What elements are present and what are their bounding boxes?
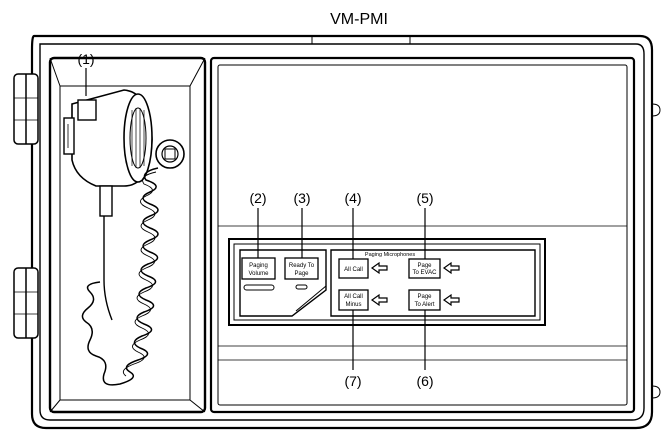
all-call-minus-led-arrow	[370, 293, 388, 307]
callout-1: (1)	[77, 51, 94, 67]
paging-microphones-label: Paging Microphones	[365, 252, 415, 258]
paging-volume-button[interactable]: Paging Volume	[241, 257, 276, 280]
callout-2: (2)	[249, 190, 266, 206]
diagram-title: VM-PMI	[330, 11, 388, 28]
ready-to-page-label-2: Page	[294, 271, 309, 277]
coiled-cord	[81, 167, 159, 386]
hinge-top	[13, 73, 39, 145]
page-to-evac-button[interactable]: Page To EVAC	[408, 258, 441, 279]
page-to-alert-button[interactable]: Page To Alert	[408, 289, 441, 311]
all-call-minus-button[interactable]: All Call Minus	[338, 289, 369, 311]
ready-to-page-button[interactable]: Ready To Page	[284, 257, 319, 280]
callout-6: (6)	[416, 373, 433, 389]
latch-bottom	[651, 385, 661, 399]
control-module	[228, 238, 546, 326]
all-call-minus-label-2: Minus	[345, 302, 361, 308]
all-call-minus-label-1: All Call	[344, 294, 363, 300]
page-to-evac-label-2: To EVAC	[413, 270, 438, 276]
cabinet-enclosure	[30, 34, 654, 430]
page-to-alert-led-arrow	[442, 293, 460, 307]
paging-volume-label-1: Paging	[249, 263, 268, 269]
all-call-label: All Call	[344, 267, 363, 273]
all-call-button[interactable]: All Call	[338, 258, 369, 279]
paging-microphone	[63, 89, 153, 321]
ready-to-page-label-1: Ready To	[289, 263, 315, 269]
ready-to-page-led	[295, 284, 308, 290]
callout-5: (5)	[416, 190, 433, 206]
page-to-alert-label-1: Page	[417, 294, 432, 300]
front-panel	[209, 56, 636, 414]
page-to-evac-led-arrow	[442, 261, 460, 275]
page-to-evac-label-1: Page	[417, 263, 432, 269]
callout-7: (7)	[344, 373, 361, 389]
page-to-alert-label-2: To Alert	[414, 302, 434, 308]
all-call-led-arrow	[370, 261, 388, 275]
callout-4: (4)	[344, 190, 361, 206]
paging-volume-indicator	[243, 284, 275, 291]
cord-jack	[155, 139, 185, 169]
callout-3: (3)	[293, 190, 310, 206]
paging-volume-label-2: Volume	[248, 271, 269, 277]
leader-lines	[85, 68, 426, 370]
microphone-compartment	[48, 56, 207, 414]
hinge-bottom	[13, 267, 39, 339]
latch-top	[651, 103, 661, 117]
